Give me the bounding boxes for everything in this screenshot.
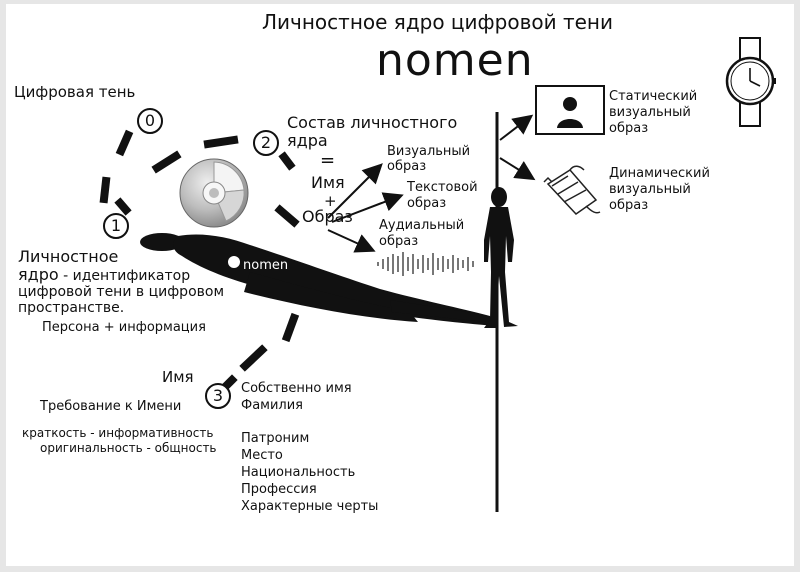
name-qualities-line1: краткость - информативность — [22, 426, 214, 440]
core-formula: Персона + информация — [42, 320, 206, 335]
orbit-dashes — [99, 129, 300, 390]
visual-image-line1: Визуальный — [387, 144, 471, 159]
composition-name: Имя — [311, 173, 345, 192]
audio-image-line2: образ — [379, 234, 419, 249]
diagram-title: Личностное ядро цифровой тени — [262, 10, 613, 34]
textual-image-line2: образ — [407, 196, 447, 211]
audio-image-line1: Аудиальный — [379, 218, 465, 233]
core-heading-line2: ядро - идентификатор — [18, 266, 190, 285]
step-circle-3: 3 — [205, 383, 231, 409]
shadow-label: Цифровая тень — [14, 83, 136, 101]
core-line3: цифровой тени в цифровом — [18, 284, 225, 300]
shadow-dot — [228, 256, 240, 268]
core-line4: пространстве. — [18, 300, 125, 316]
name-component-nationality: Национальность — [241, 465, 356, 480]
core-heading-bold: ядро — [18, 265, 59, 284]
own-name: Собственно имя — [241, 381, 352, 396]
name-component-place: Место — [241, 448, 283, 463]
step-circle-1: 1 — [103, 213, 129, 239]
static-visual-line2: визуальный — [609, 105, 691, 120]
core-heading-rest: - идентификатор — [58, 268, 191, 284]
name-requirement: Требование к Имени — [40, 399, 182, 414]
name-component-traits: Характерные черты — [241, 499, 379, 514]
name-heading: Имя — [162, 368, 194, 386]
static-visual-line1: Статический — [609, 89, 698, 104]
standing-person-icon — [484, 187, 518, 328]
step-circle-0: 0 — [137, 108, 163, 134]
static-visual-line3: образ — [609, 121, 649, 136]
shadow-inline-word: nomen — [243, 258, 289, 273]
portrait-icon — [535, 85, 605, 135]
textual-image-line1: Текстовой — [407, 180, 478, 195]
soundwave-icon — [377, 252, 474, 276]
composition-plus: + — [324, 192, 337, 210]
shadow-figure — [140, 233, 496, 326]
composition-equals: = — [320, 150, 336, 171]
name-qualities-line2: оригинальность - общность — [40, 441, 217, 455]
name-component-profession: Профессия — [241, 482, 317, 497]
brand-word: nomen — [376, 35, 534, 86]
wristwatch-icon — [725, 37, 776, 127]
composition-heading-line1: Состав личностного — [287, 113, 458, 132]
dynamic-visual-line1: Динамический — [609, 166, 710, 181]
arrows — [327, 114, 536, 253]
core-heading-line1: Личностное — [18, 247, 119, 266]
sphere-core-icon — [179, 158, 249, 228]
filmstrip-icon — [543, 165, 601, 215]
composition-heading-line2: ядра — [287, 131, 328, 150]
surname: Фамилия — [241, 398, 303, 413]
dynamic-visual-line3: образ — [609, 198, 649, 213]
composition-image: Образ — [302, 207, 353, 226]
name-components-list: Патроним Место Национальность Профессия … — [241, 430, 378, 515]
dynamic-visual-line2: визуальный — [609, 182, 691, 197]
step-circle-2: 2 — [253, 130, 279, 156]
visual-image-line2: образ — [387, 159, 427, 174]
diagram-canvas — [6, 4, 792, 564]
name-component-patronym: Патроним — [241, 431, 310, 446]
